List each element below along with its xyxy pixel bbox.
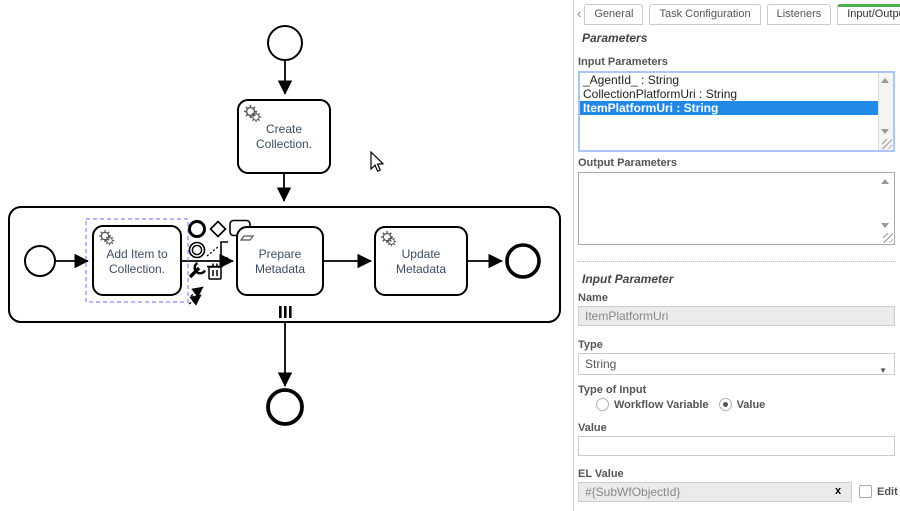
- value-label: Value: [578, 422, 607, 434]
- task-label: Metadata: [396, 262, 446, 276]
- edit-checkbox-label[interactable]: Edit: [877, 486, 898, 498]
- section-divider: [578, 261, 896, 262]
- el-value-label: EL Value: [578, 468, 624, 480]
- task-label: Create: [266, 122, 302, 136]
- trash-delete-icon[interactable]: [207, 263, 223, 280]
- task-label: Collection.: [109, 262, 165, 276]
- type-label: Type: [578, 339, 603, 351]
- tab-listeners[interactable]: Listeners: [766, 4, 832, 25]
- bpmn-canvas[interactable]: Create Collection. Add Item to Collectio…: [0, 0, 573, 511]
- el-value-text: #{SubWfObjectId}: [585, 485, 681, 499]
- el-value-field[interactable]: #{SubWfObjectId}: [578, 482, 852, 502]
- scroll-down-icon[interactable]: [881, 223, 889, 228]
- type-of-input-label: Type of Input: [578, 384, 647, 396]
- type-select[interactable]: String ▼: [578, 353, 895, 375]
- value-radio-label[interactable]: Value: [736, 398, 766, 411]
- value-radio[interactable]: [718, 398, 732, 411]
- tab-scroll-left[interactable]: ‹: [577, 6, 582, 21]
- task-label: Add Item to: [106, 247, 168, 261]
- tab-bar: ‹ General Task Configuration Listeners I…: [576, 3, 900, 25]
- task-label: Collection.: [256, 137, 312, 151]
- append-intermediate-event-icon: [191, 244, 203, 256]
- append-end-event-icon[interactable]: [188, 220, 206, 238]
- task-create-collection[interactable]: Create Collection.: [237, 99, 331, 174]
- name-field[interactable]: ItemPlatformUri: [578, 306, 895, 326]
- input-parameters-label: Input Parameters: [578, 56, 668, 68]
- context-pad[interactable]: [188, 219, 251, 306]
- list-item[interactable]: _AgentId_ : String: [583, 73, 680, 87]
- clear-icon[interactable]: x: [835, 485, 842, 497]
- selection-outline: [85, 218, 189, 303]
- subprocess-end-event[interactable]: [505, 243, 541, 279]
- append-gateway-icon[interactable]: [209, 220, 227, 238]
- task-add-item-to-collection[interactable]: Add Item to Collection.: [92, 225, 182, 296]
- type-select-value: String: [585, 357, 617, 371]
- mouse-cursor: [370, 150, 385, 172]
- subprocess-start-event[interactable]: [24, 245, 56, 277]
- list-item-selected[interactable]: ItemPlatformUri : String: [580, 101, 878, 115]
- output-parameters-listbox[interactable]: [578, 172, 895, 245]
- scrollbar-track[interactable]: [878, 73, 893, 150]
- append-intermediate-event-icon[interactable]: [188, 241, 206, 259]
- workflow-variable-radio[interactable]: [596, 398, 609, 411]
- connect-flow-icon[interactable]: [188, 286, 204, 306]
- task-label: Prepare: [259, 247, 302, 261]
- wrench-change-type-icon[interactable]: [188, 261, 207, 279]
- scroll-down-icon[interactable]: [881, 129, 889, 134]
- edit-checkbox[interactable]: [859, 485, 872, 498]
- scroll-up-icon[interactable]: [881, 78, 889, 83]
- parameters-heading: Parameters: [582, 31, 648, 45]
- type-of-input-radios: Workflow Variable Value: [596, 398, 765, 411]
- chevron-down-icon: ▼: [879, 366, 887, 375]
- resize-grip-icon[interactable]: [882, 139, 892, 149]
- task-prepare-metadata[interactable]: Prepare Metadata: [236, 226, 324, 296]
- multi-instance-marker-icon: [279, 306, 292, 318]
- name-label: Name: [578, 292, 608, 304]
- properties-panel: ‹ General Task Configuration Listeners I…: [573, 0, 900, 511]
- resize-grip-icon[interactable]: [883, 233, 893, 243]
- append-text-annotation-icon[interactable]: [206, 241, 228, 259]
- output-parameters-label: Output Parameters: [578, 157, 678, 169]
- task-label: Update: [402, 247, 441, 261]
- value-field[interactable]: [578, 436, 895, 456]
- tab-input-output[interactable]: Input/Output: [837, 4, 900, 25]
- scroll-up-icon[interactable]: [881, 179, 889, 184]
- task-update-metadata[interactable]: Update Metadata: [374, 226, 468, 296]
- task-label: Metadata: [255, 262, 305, 276]
- task-type-icon: [239, 235, 255, 241]
- end-event[interactable]: [266, 388, 304, 426]
- subprocess-container[interactable]: [8, 206, 561, 323]
- list-item[interactable]: CollectionPlatformUri : String: [583, 87, 738, 101]
- input-parameters-listbox[interactable]: _AgentId_ : String CollectionPlatformUri…: [578, 71, 895, 152]
- tab-task-configuration[interactable]: Task Configuration: [649, 4, 761, 25]
- workflow-variable-radio-label[interactable]: Workflow Variable: [614, 398, 709, 411]
- tab-general[interactable]: General: [584, 4, 644, 25]
- input-parameter-heading: Input Parameter: [582, 272, 674, 286]
- start-event[interactable]: [267, 25, 303, 61]
